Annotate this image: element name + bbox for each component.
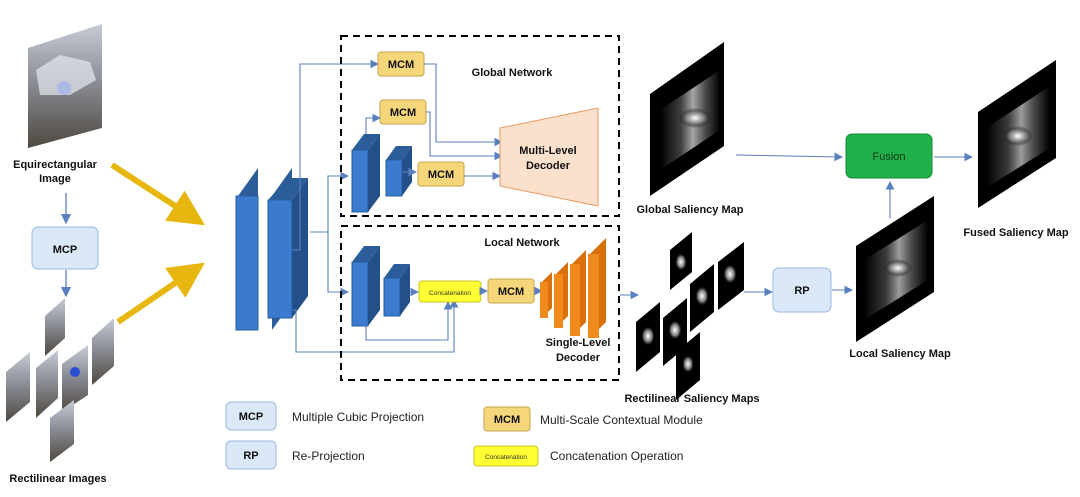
- legend-rp: RP Re-Projection: [225, 440, 365, 470]
- genc-to-mcm-mid-line: [365, 113, 382, 134]
- global-saliency-map: [650, 42, 724, 196]
- rectilinear-images-label: Rectilinear Images: [9, 473, 106, 485]
- decoder-layer-1: [540, 272, 552, 318]
- legend-mcm-label: MCM: [494, 414, 520, 426]
- legend-rp-label: RP: [243, 450, 258, 462]
- global-saliency-label: Global Saliency Map: [637, 204, 744, 216]
- equirect-label-line2: Image: [39, 173, 71, 185]
- lenc-skip-to-concat-line: [365, 300, 453, 341]
- local-network-box: [340, 225, 620, 381]
- encoder-to-global-encoder-line: [310, 171, 350, 233]
- global-map-to-fusion-line: [735, 152, 844, 162]
- rect-yellow-arrow: [116, 262, 205, 325]
- legend-concat-desc: Concatenation Operation: [550, 449, 683, 463]
- local-network-title: Local Network: [484, 237, 560, 249]
- global-encoder: [351, 134, 412, 213]
- mcm-top-to-decoder-line: [424, 63, 504, 147]
- single-decoder-label-line2: Decoder: [556, 352, 601, 364]
- fused-saliency-label: Fused Saliency Map: [963, 227, 1068, 239]
- local-encoder: [351, 246, 410, 327]
- decoder-layer-4: [588, 238, 606, 338]
- rectilinear-images: [6, 298, 114, 462]
- mcm-global-bottom-label: MCM: [428, 169, 454, 181]
- legend-mcm: MCM Multi-Scale Contextual Module: [483, 406, 703, 432]
- equirect-label-line1: Equirectangular: [13, 159, 97, 171]
- fused-saliency-map: [978, 60, 1056, 208]
- decoder-layer-3: [570, 250, 586, 336]
- mcm-mid-to-decoder-line: [426, 111, 504, 161]
- rectilinear-saliency-maps: [636, 232, 744, 400]
- encoder-to-local-encoder-line: [310, 231, 350, 297]
- encoder-skip-to-concat-line: [292, 298, 459, 353]
- legend-mcp-label: MCP: [239, 411, 263, 423]
- mcm-global-mid-label: MCM: [390, 107, 416, 119]
- decoder-layer-2: [554, 262, 568, 328]
- mcm-global-mid: MCM: [379, 99, 427, 125]
- multi-decoder-label-line1: Multi-Level: [519, 145, 576, 157]
- local-saliency-label: Local Saliency Map: [849, 348, 951, 360]
- legend-concat: Concatenation Concatenation Operation: [473, 445, 683, 467]
- rp-label: RP: [794, 285, 809, 297]
- legend-mcp: MCP Multiple Cubic Projection: [225, 401, 424, 431]
- mcm-global-top-label: MCM: [388, 59, 414, 71]
- encoder-to-global-mcm-line: [292, 59, 380, 251]
- equirect-yellow-arrow: [110, 162, 206, 226]
- shared-encoder: [235, 168, 308, 331]
- fusion-box: Fusion: [845, 133, 933, 179]
- global-network-title: Global Network: [472, 67, 554, 79]
- concatenation-label: Concatenation: [429, 290, 471, 297]
- mcm-global-bottom: MCM: [417, 161, 465, 187]
- concatenation-box: Concatenation: [418, 280, 482, 303]
- mcp-label: MCP: [53, 244, 77, 256]
- legend-concat-label: Concatenation: [485, 454, 527, 461]
- fusion-label: Fusion: [872, 151, 905, 163]
- mcm-local: MCM: [487, 278, 535, 304]
- rect-saliency-label: Rectilinear Saliency Maps: [624, 393, 759, 405]
- single-decoder-label-line1: Single-Level: [546, 337, 611, 349]
- legend-rp-desc: Re-Projection: [292, 449, 365, 463]
- equirectangular-image: [28, 24, 102, 148]
- global-network-box: [340, 35, 620, 217]
- single-level-decoder: [540, 238, 606, 338]
- multi-level-decoder: Multi-Level Decoder: [499, 107, 599, 207]
- local-saliency-map: [856, 196, 934, 342]
- legend-mcp-desc: Multiple Cubic Projection: [292, 410, 424, 424]
- multi-decoder-label-line2: Decoder: [526, 160, 571, 172]
- legend: MCP Multiple Cubic Projection RP Re-Proj…: [225, 401, 703, 470]
- rp-box: RP: [772, 267, 832, 313]
- mcm-local-label: MCM: [498, 286, 524, 298]
- legend-mcm-desc: Multi-Scale Contextual Module: [540, 413, 703, 427]
- mcm-global-top: MCM: [377, 51, 425, 77]
- mcp-box: MCP: [31, 226, 99, 270]
